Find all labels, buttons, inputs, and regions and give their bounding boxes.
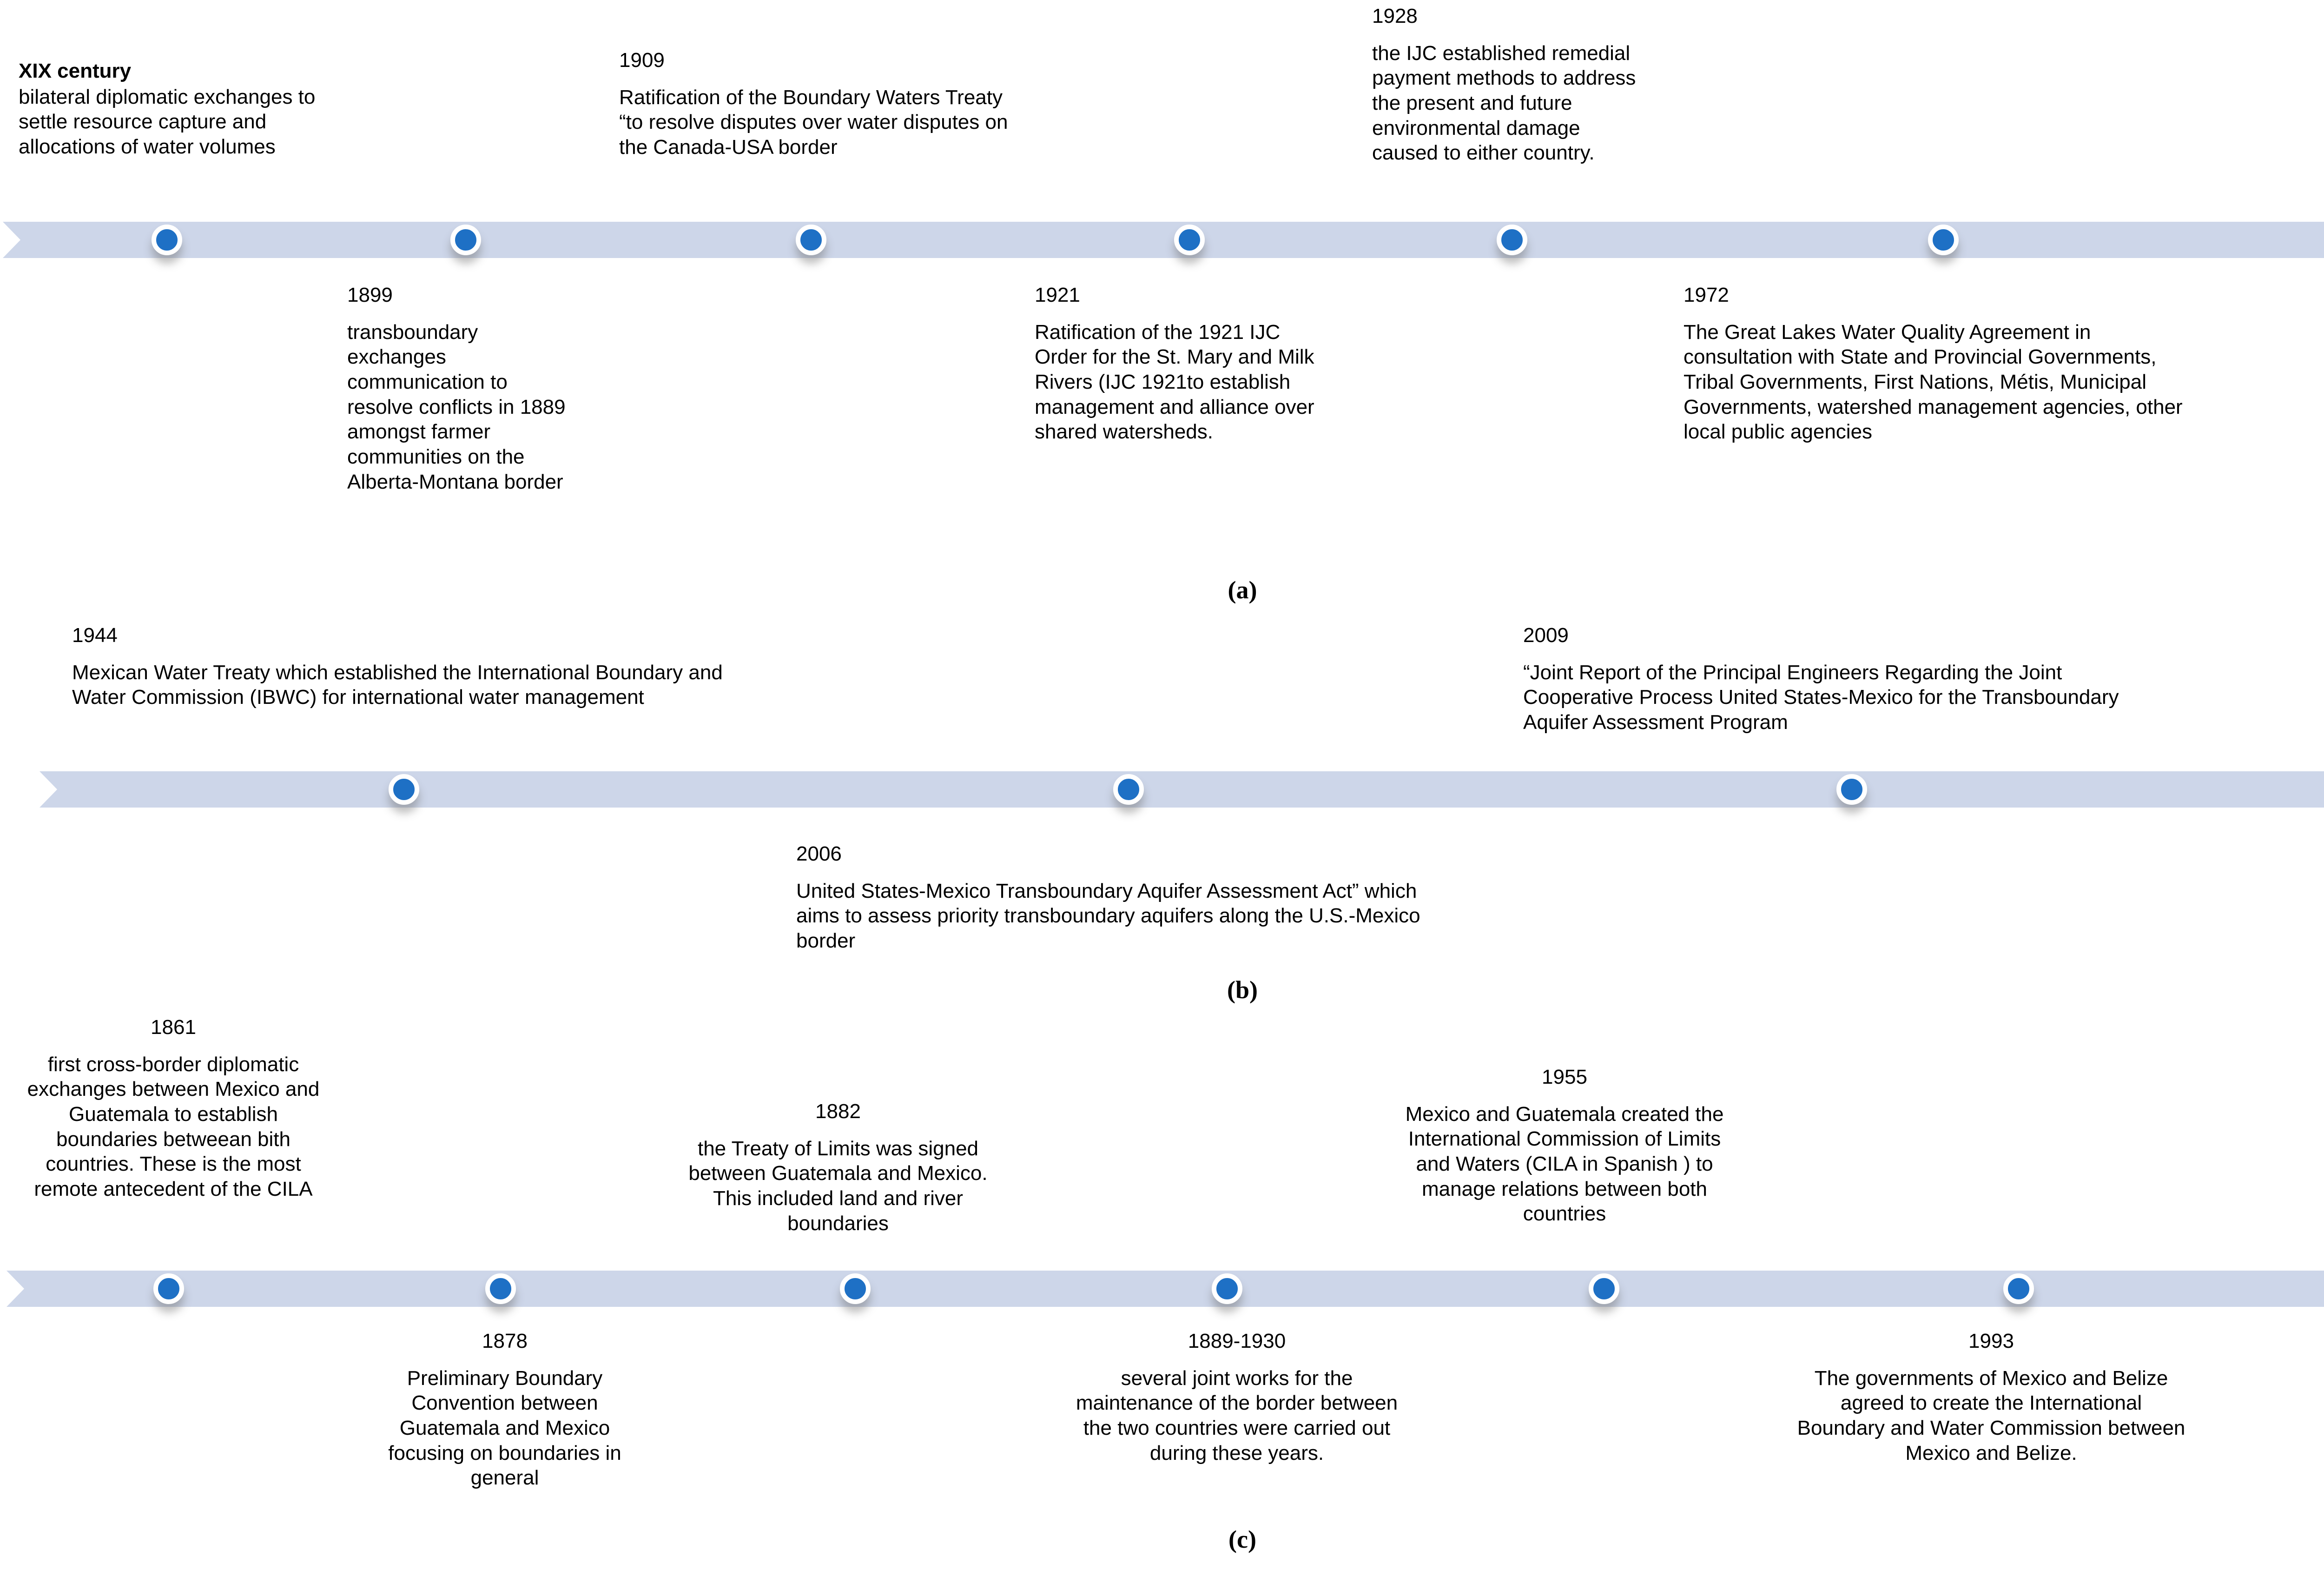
timeline-b-dot-2 xyxy=(1113,774,1144,805)
event-description: bilateral diplomatic exchanges to settle… xyxy=(19,85,316,159)
event-description: The Great Lakes Water Quality Agreement … xyxy=(1684,320,2183,444)
timeline-a-dot-4 xyxy=(1174,225,1205,255)
event-description: the Treaty of Limits was signed between … xyxy=(688,1137,988,1235)
timeline-c-dot-4 xyxy=(1212,1273,1242,1304)
timeline-c-dot-5 xyxy=(1589,1273,1619,1304)
timeline-c-bar xyxy=(7,1271,2324,1307)
event-1955: 1955 Mexico and Guatemala created the In… xyxy=(1397,1065,1732,1226)
event-1889-1930: 1889-1930 several joint works for the ma… xyxy=(1060,1329,1413,1465)
caption-b: (b) xyxy=(1227,976,1258,1004)
event-1921: 1921 Ratification of the 1921 IJC Order … xyxy=(1035,283,1337,444)
event-1972: 1972 The Great Lakes Water Quality Agree… xyxy=(1684,283,2190,444)
event-description: Ratification of the Boundary Waters Trea… xyxy=(619,86,1008,159)
event-year: 2006 xyxy=(796,842,842,865)
event-1861: 1861 first cross-border diplomatic excha… xyxy=(22,1015,324,1202)
event-2009: 2009 “Joint Report of the Principal Engi… xyxy=(1523,623,2146,735)
event-description: transboundary exchanges communication to… xyxy=(347,320,566,493)
timeline-c-dot-2 xyxy=(485,1273,516,1304)
timeline-c-dot-6 xyxy=(2003,1273,2034,1304)
timeline-b-dot-3 xyxy=(1836,774,1867,805)
timeline-c-dot-3 xyxy=(840,1273,871,1304)
event-description: Mexico and Guatemala created the Interna… xyxy=(1405,1102,1724,1226)
event-1909: 1909 Ratification of the Boundary Waters… xyxy=(619,48,1010,160)
event-description: Ratification of the 1921 IJC Order for t… xyxy=(1035,320,1314,444)
caption-c: (c) xyxy=(1228,1525,1256,1553)
timeline-c-dot-1 xyxy=(153,1273,184,1304)
event-1878: 1878 Preliminary Boundary Convention bet… xyxy=(365,1329,644,1491)
event-year: 1882 xyxy=(815,1100,861,1123)
event-year: 1861 xyxy=(151,1016,196,1039)
timeline-a-dot-5 xyxy=(1497,225,1527,255)
event-description: The governments of Mexico and Belize agr… xyxy=(1797,1366,2185,1464)
event-description: the IJC established remedial payment met… xyxy=(1372,41,1636,165)
event-description: Preliminary Boundary Convention between … xyxy=(388,1366,621,1490)
event-xix-century: XIX century bilateral diplomatic exchang… xyxy=(19,59,335,159)
timeline-a-dot-1 xyxy=(152,225,182,255)
event-1928: 1928 the IJC established remedial paymen… xyxy=(1372,4,1642,166)
event-description: Mexican Water Treaty which established t… xyxy=(72,661,723,709)
event-year: 1972 xyxy=(1684,284,1729,306)
event-1899: 1899 transboundary exchanges communicati… xyxy=(347,283,566,494)
event-year: 1993 xyxy=(1968,1330,2014,1352)
caption-a: (a) xyxy=(1228,576,1257,604)
event-1993: 1993 The governments of Mexico and Beliz… xyxy=(1796,1329,2186,1465)
timeline-a-bar xyxy=(3,222,2324,258)
event-year: 1921 xyxy=(1035,284,1080,306)
event-description: United States-Mexico Transboundary Aquif… xyxy=(796,879,1420,953)
timeline-a-dot-6 xyxy=(1928,225,1959,255)
event-year: 1955 xyxy=(1542,1066,1587,1088)
event-year: 1944 xyxy=(72,624,118,647)
event-1944: 1944 Mexican Water Treaty which establis… xyxy=(72,623,727,710)
event-year: 2009 xyxy=(1523,624,1569,647)
event-year: 1909 xyxy=(619,49,665,72)
event-2006: 2006 United States-Mexico Transboundary … xyxy=(796,841,1447,954)
event-1882: 1882 the Treaty of Limits was signed bet… xyxy=(675,1099,1001,1236)
event-year: 1889-1930 xyxy=(1188,1330,1286,1352)
timeline-a-dot-2 xyxy=(450,225,481,255)
timeline-a-dot-3 xyxy=(796,225,826,255)
event-year: XIX century xyxy=(19,60,132,82)
event-year: 1928 xyxy=(1372,5,1418,27)
event-year: 1878 xyxy=(482,1330,528,1352)
event-description: several joint works for the maintenance … xyxy=(1076,1366,1398,1464)
timeline-b-dot-1 xyxy=(389,774,419,805)
event-description: first cross-border diplomatic exchanges … xyxy=(27,1053,320,1201)
event-description: “Joint Report of the Principal Engineers… xyxy=(1523,661,2119,734)
timeline-b-bar xyxy=(40,771,2324,808)
event-year: 1899 xyxy=(347,284,393,306)
